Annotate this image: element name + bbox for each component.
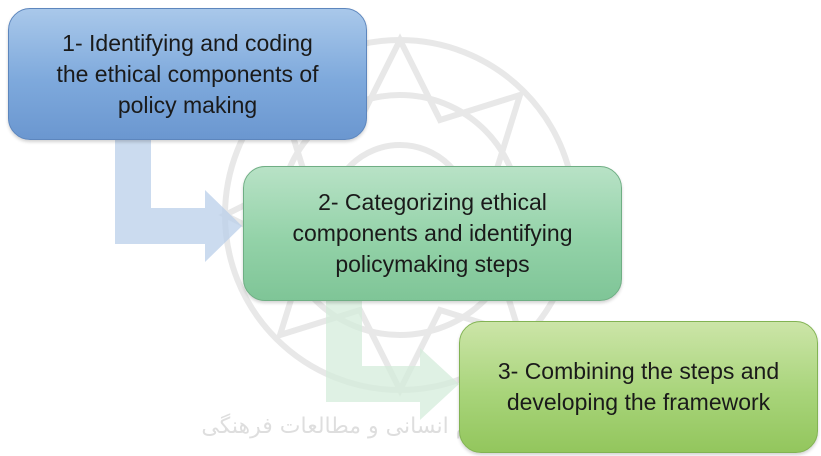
step-2-line-2: components and identifying xyxy=(292,220,573,246)
step-1-line-1: 1- Identifying and coding xyxy=(62,29,313,56)
step-box-2: 2- Categorizing ethical components and i… xyxy=(243,166,622,301)
step-1-line-2: the ethical components of xyxy=(56,60,319,87)
step-2-line-3: policymaking steps xyxy=(335,251,530,277)
step-3-line-2: developing the framework xyxy=(506,389,771,415)
step-box-1: 1- Identifying and coding the ethical co… xyxy=(8,8,367,140)
step-3-line-1: 3- Combining the steps and xyxy=(497,358,780,384)
step-2-line-1: 2- Categorizing ethical xyxy=(318,189,547,215)
step-1-line-3: policy making xyxy=(117,91,258,118)
step-box-3: 3- Combining the steps and developing th… xyxy=(459,321,818,453)
